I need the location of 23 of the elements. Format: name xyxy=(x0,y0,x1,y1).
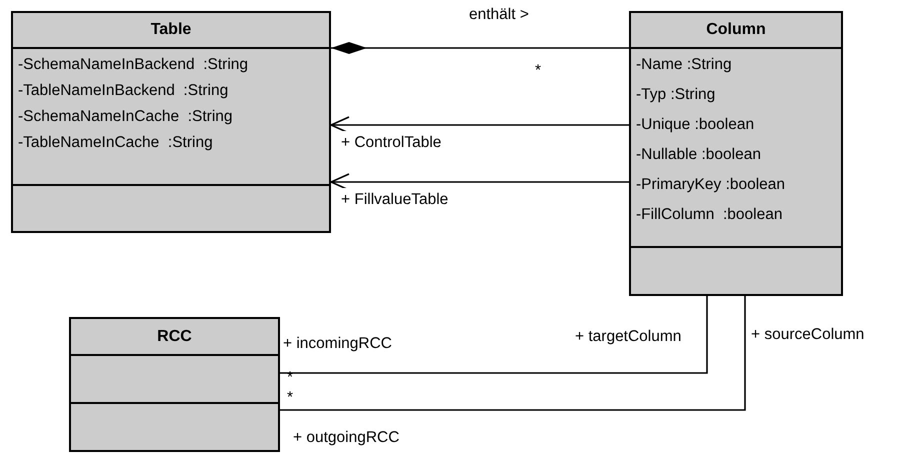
class-box xyxy=(629,11,843,296)
class-name: Table xyxy=(150,20,192,40)
attribute-text: -Typ :String xyxy=(636,87,716,105)
composition-line xyxy=(331,42,629,54)
class-box xyxy=(69,317,280,452)
association-line xyxy=(280,296,708,374)
class-name: RCC xyxy=(157,326,192,346)
attribute-text: -Unique :boolean xyxy=(636,117,756,135)
attribute-text: -FillColumn :boolean xyxy=(636,207,784,225)
attribute-text: -Nullable :boolean xyxy=(636,147,762,165)
association-line xyxy=(280,296,746,411)
association-arrow xyxy=(330,173,629,191)
role-label: * xyxy=(287,390,294,406)
attribute-text: -Name :String xyxy=(636,57,733,75)
attribute-text: -TableNameInBackend :String xyxy=(18,83,230,101)
association-arrow xyxy=(330,116,629,134)
class-box xyxy=(11,11,331,233)
attribute-text: -PrimaryKey :boolean xyxy=(636,177,786,195)
attribute-text: -SchemaNameInBackend :String xyxy=(18,57,250,75)
attribute-text: -TableNameInCache :String xyxy=(18,135,214,153)
attribute-text: -SchemaNameInCache :String xyxy=(18,109,234,127)
role-label: * xyxy=(535,63,542,78)
class-name: Column xyxy=(706,20,766,40)
